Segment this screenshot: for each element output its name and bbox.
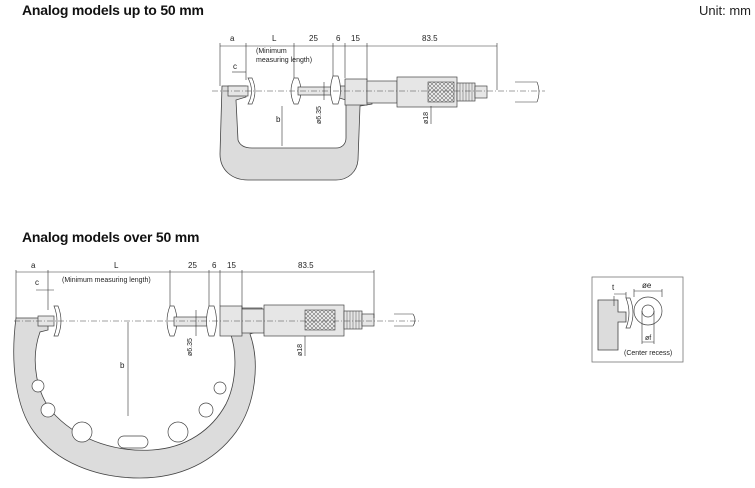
top-dim-L: L [272,34,277,43]
bottom-dim-6: 6 [212,261,217,270]
bottom-dim-b: b [120,361,125,370]
top-dim-a: a [230,34,235,43]
top-min-label-1: (Minimum [256,48,287,55]
detail-e: øe [642,281,652,290]
bottom-min-label: (Minimum measuring length) [62,277,151,284]
bottom-dim-dia18: ø18 [297,344,304,356]
bottom-dim-dia635: ø6.35 [187,338,194,356]
bottom-dim-L: L [114,261,119,270]
top-dim-b: b [276,115,281,124]
top-dim-25: 25 [309,34,318,43]
bottom-dim-c: c [35,278,39,287]
top-dim-6: 6 [336,34,341,43]
top-dim-15: 15 [351,34,360,43]
bottom-dim-25: 25 [188,261,197,270]
top-dim-dia18: ø18 [423,112,430,124]
center-recess-detail: t øe øf (Center recess) [591,276,684,363]
bottom-dim-835: 83.5 [298,261,314,270]
top-dim-dia635: ø6.35 [316,106,323,124]
detail-t: t [612,283,615,292]
top-dim-c: c [233,62,237,71]
detail-recess: (Center recess) [624,350,672,357]
bottom-dim-a: a [31,261,36,270]
top-dim-835: 83.5 [422,34,438,43]
detail-f: øf [645,335,651,342]
bottom-micrometer: a c L (Minimum measuring length) 25 6 15… [13,261,420,479]
heading-top: Analog models up to 50 mm [22,2,204,18]
heading-bottom: Analog models over 50 mm [22,229,200,245]
top-min-label-2: measuring length) [256,57,312,64]
top-micrometer: a c L (Minimum measuring length) 25 6 15… [212,34,545,181]
unit-label: Unit: mm [699,3,751,18]
bottom-dim-15: 15 [227,261,236,270]
